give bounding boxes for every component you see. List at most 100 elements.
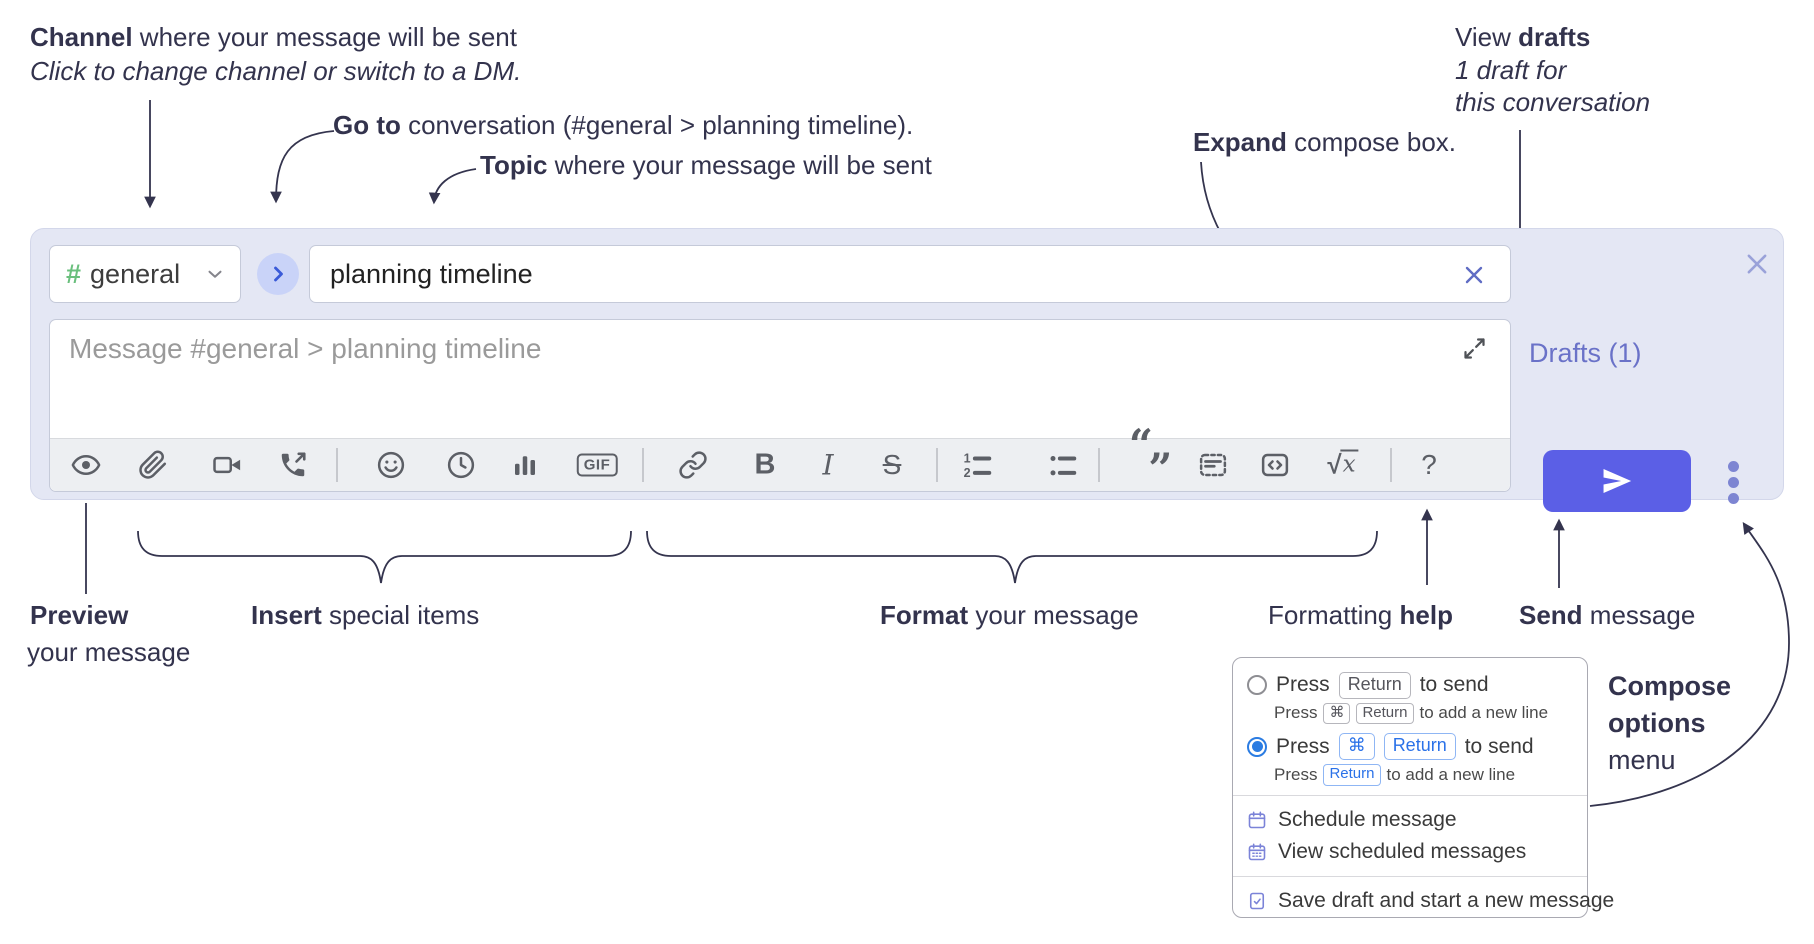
channel-annotation-subtitle: Click to change channel or switch to a D… [30,56,522,86]
italic-button[interactable]: I [822,449,833,482]
message-textarea[interactable] [50,320,1512,438]
bold-button[interactable]: B [755,449,776,482]
save-draft-label: Save draft and start a new message [1278,888,1615,912]
insert-annotation: Insert special items [251,600,479,631]
kbd-return-small-blue: Return [1323,763,1381,786]
option2-press: Press [1276,734,1330,758]
send-annotation-rest: message [1582,600,1696,630]
goto-annotation-rest: conversation (#general > planning timeli… [400,110,914,140]
ellipsis-icon [1727,492,1739,504]
compose-options-menu: Press Return to send Press ⌘ Return to a… [1232,657,1614,918]
poll-button[interactable] [510,450,540,480]
kbd-cmd-blue: ⌘ [1338,733,1375,760]
menu-divider [1233,794,1587,796]
strikethrough-button[interactable]: S [883,449,902,481]
format-brace [646,530,1378,584]
option-cmd-return-to-send[interactable]: Press ⌘ Return to send [1247,733,1573,760]
view-drafts-line2: 1 draft for [1455,55,1567,85]
audio-call-button[interactable] [278,450,308,480]
expand-annotation-bold: Expand [1193,127,1287,157]
drafts-link[interactable]: Drafts (1) [1529,338,1642,368]
view-scheduled-messages-label: View scheduled messages [1278,839,1527,863]
compose-options-button[interactable] [1720,456,1746,508]
preview-annotation-line2: your message [27,637,191,667]
toolbar-divider [642,448,644,482]
quote-button[interactable]: “„ [419,420,1814,469]
bar-chart-icon [515,456,535,475]
expand-diagonal-icon [1464,338,1485,359]
time-mention-button[interactable] [446,450,476,480]
option1-sub-rest: to add a new line [1419,703,1549,723]
clock-icon [447,451,475,479]
radio-selected-icon[interactable] [1247,736,1267,757]
gif-icon: GIF [576,453,618,477]
topic-input-wrap [309,245,1511,303]
formatting-help-annotation: Formatting help [1268,600,1453,631]
math-icon: √ [1327,449,1342,480]
format-annotation-bold: Format [880,600,969,630]
video-camera-icon [213,456,241,474]
emoji-button[interactable] [376,450,406,480]
compose-box: # general [30,228,1784,512]
gif-button[interactable]: GIF [576,453,618,477]
bulleted-list-button[interactable] [1048,450,1078,480]
insert-link-button[interactable] [678,450,708,480]
goto-annotation: Go to conversation (#general > planning … [333,110,913,141]
option-return-to-send[interactable]: Press Return to send [1247,672,1573,699]
link-icon [679,451,707,479]
send-button[interactable] [1543,450,1691,512]
radio-unselected-icon[interactable] [1247,675,1267,696]
goto-conversation-button[interactable] [257,253,299,295]
close-icon [1747,254,1767,274]
ellipsis-icon [1727,476,1739,488]
bold-icon: B [754,448,776,481]
view-drafts-annotation: View drafts [1455,22,1590,53]
kbd-return-blue: Return [1383,733,1456,760]
compose-close-button[interactable] [1743,250,1771,283]
schedule-message-item[interactable]: Schedule message [1247,804,1573,836]
eye-icon [71,455,101,475]
formatting-help-pre: Formatting [1268,600,1400,630]
send-icon [1603,468,1632,494]
code-icon [1261,453,1289,477]
topic-input[interactable] [310,246,1510,302]
toolbar-divider [936,448,938,482]
compose-options-annotation: Compose options menu [1608,668,1731,779]
topic-clear-button[interactable] [1462,263,1486,292]
quote-icon: “„ [1128,420,1173,469]
format-annotation: Format your message [880,600,1139,631]
math-button[interactable]: √x [1327,449,1359,481]
compose-options-line1: Compose [1608,671,1732,701]
expand-annotation: Expand compose box. [1193,127,1456,158]
preview-message-button[interactable] [71,450,101,480]
close-icon [1465,266,1483,284]
channel-annotation: Channel where your message will be sent [30,22,517,53]
option1-press: Press [1276,673,1330,697]
code-button[interactable] [1260,450,1290,480]
channel-selector-button[interactable]: # general [49,245,241,303]
view-scheduled-messages-item[interactable]: View scheduled messages [1247,836,1573,868]
option2-sub-press: Press [1274,764,1318,784]
topic-annotation-bold: Topic [480,150,548,180]
math-x: x [1340,449,1359,478]
bulleted-list-icon [1050,456,1077,476]
attach-file-button[interactable] [138,450,168,480]
send-annotation-bold: Send [1519,600,1583,630]
save-draft-item[interactable]: Save draft and start a new message [1247,885,1614,917]
preview-annotation: Preview [30,600,128,631]
compose-options-line3: menu [1608,745,1676,775]
topic-pointer-curve [428,168,477,205]
kbd-cmd-small: ⌘ [1323,702,1351,725]
formatting-help-button[interactable]: ? [1421,449,1437,481]
option2-subtext: Press Return to add a new line [1274,763,1573,786]
chevron-down-icon [208,270,222,278]
channel-annotation-rest: where your message will be sent [132,22,517,52]
option2-sub-rest: to add a new line [1386,764,1516,784]
expand-compose-button[interactable] [1461,335,1488,367]
video-call-button[interactable] [212,450,242,480]
emoji-icon [377,451,405,479]
calendar-icon [1248,811,1266,828]
spoiler-button[interactable] [1198,450,1228,480]
